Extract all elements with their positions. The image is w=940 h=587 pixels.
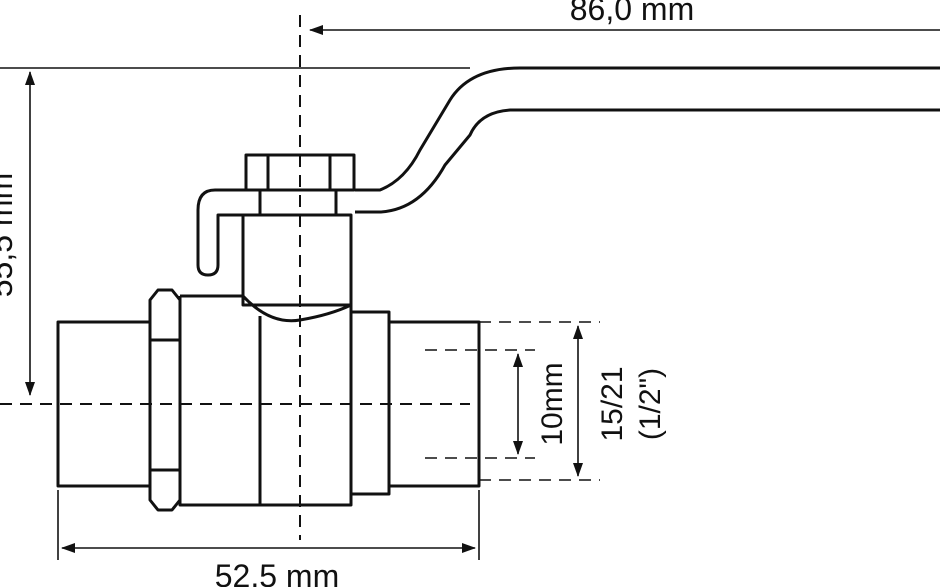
valve-body [56, 213, 481, 512]
valve-handle [196, 66, 940, 277]
thread-inch-label: (1/2") [634, 368, 667, 440]
handle-length-label: 86,0 mm [570, 0, 694, 27]
height-label: 55,5 mm [0, 173, 19, 297]
body-length-label: 52,5 mm [215, 558, 339, 587]
thread-size-label: 15/21 [596, 366, 629, 441]
bore-label: 10mm [536, 362, 569, 445]
